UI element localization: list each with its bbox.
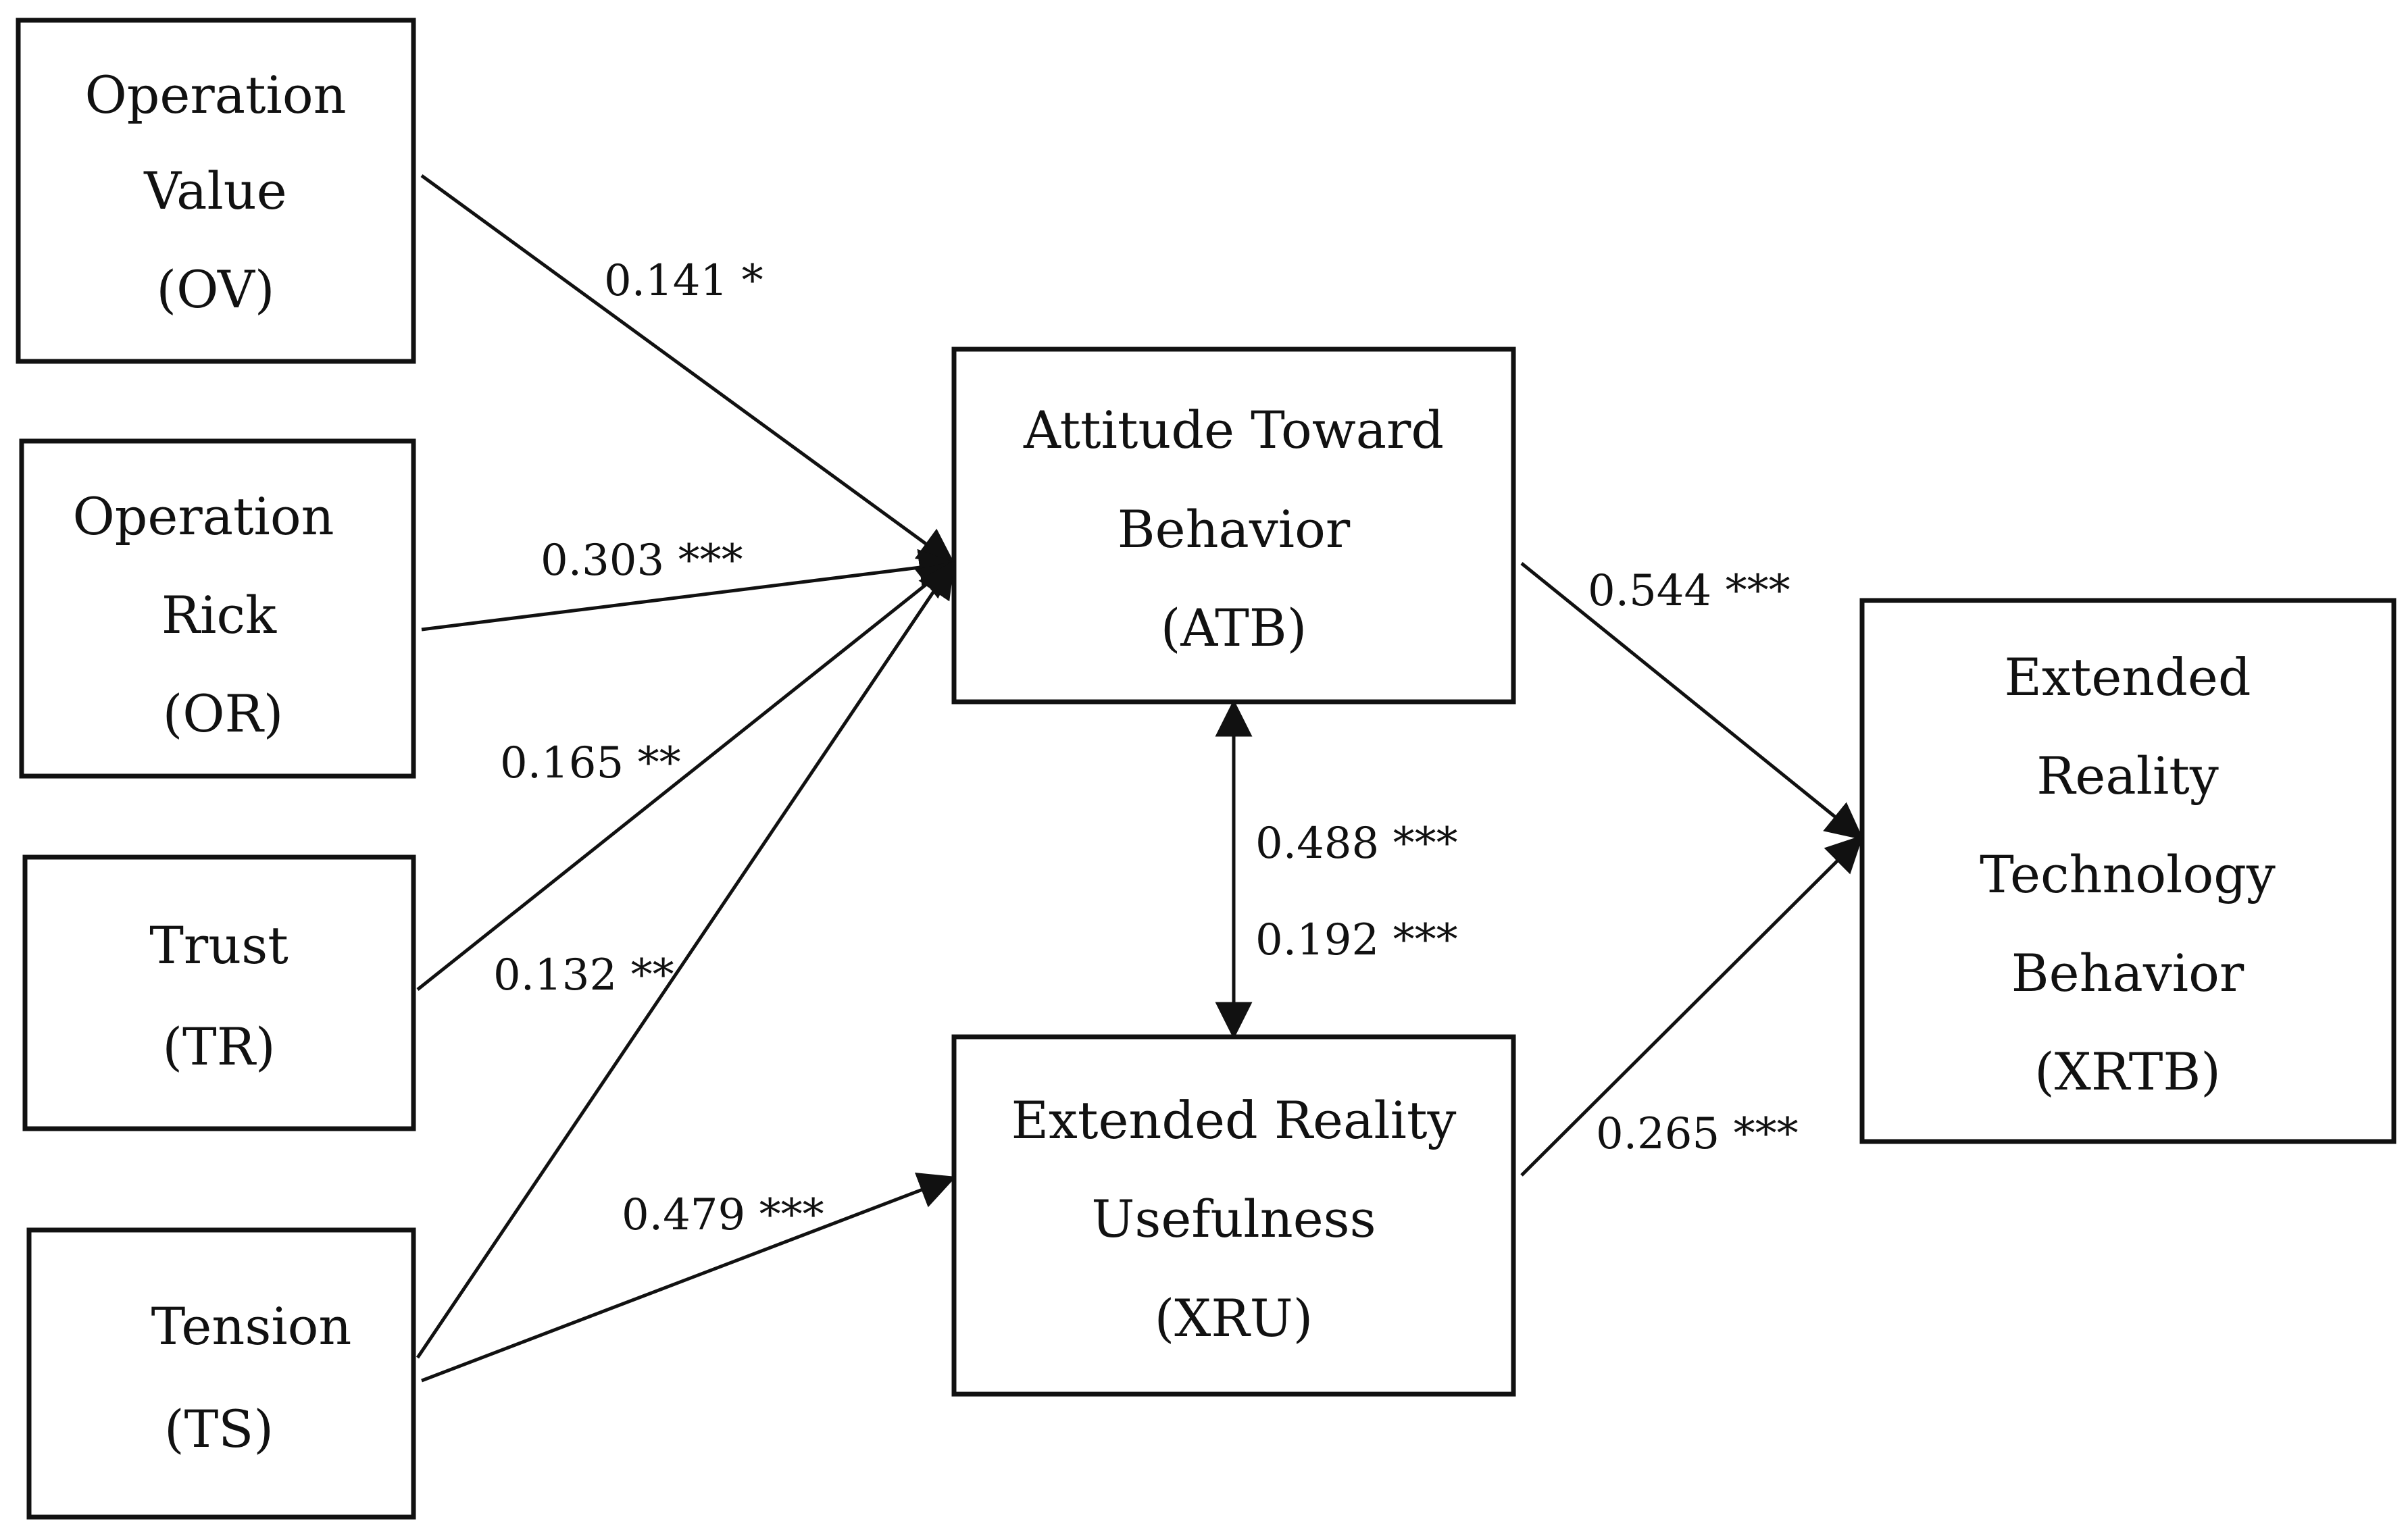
node-atb-line-1: Attitude Toward: [1023, 400, 1444, 460]
coef-ov-atb: 0.141 *: [604, 256, 763, 306]
coef-atb-xru-1: 0.488 ***: [1255, 819, 1458, 869]
node-or-line-1: Operation: [72, 486, 334, 546]
node-or: Operation Rick (OR): [19, 438, 416, 779]
node-xrtb-line-1: Extended: [2004, 647, 2251, 707]
node-or-line-3: (OR): [163, 684, 284, 744]
coef-xru-xrtb: 0.265 ***: [1596, 1109, 1799, 1159]
node-xru-line-1: Extended Reality: [1011, 1090, 1457, 1150]
node-atb-line-3: (ATB): [1161, 598, 1307, 658]
node-atb-line-2: Behavior: [1118, 499, 1351, 559]
node-tr-line-2: (TR): [162, 1017, 275, 1077]
arrow-atb-xrtb: [1520, 562, 1864, 840]
coef-ts-xru: 0.479 ***: [622, 1190, 824, 1240]
node-tr: Trust (TR): [22, 854, 416, 1131]
node-ov-line-2: Value: [143, 161, 286, 221]
arrow-tr-atb: [416, 561, 956, 991]
node-ov: Operation Value (OV): [16, 18, 416, 364]
node-ts-line-1: Tension: [151, 1296, 352, 1356]
arrow-ts-xru: [421, 1172, 957, 1383]
node-xrtb-line-5: (XRTB): [2034, 1042, 2221, 1102]
coef-atb-xru-2: 0.192 ***: [1255, 915, 1458, 965]
arrow-ts-atb: [416, 560, 955, 1359]
coef-atb-xrtb: 0.544 ***: [1588, 566, 1790, 616]
coef-tr-atb: 0.165 **: [500, 738, 681, 788]
node-tr-line-1: Trust: [149, 915, 289, 975]
node-or-line-2: Rick: [161, 585, 277, 645]
node-xrtb-line-3: Technology: [1980, 844, 2276, 904]
node-xrtb: Extended Reality Technology Behavior (XR…: [1859, 598, 2397, 1144]
node-atb: Attitude Toward Behavior (ATB): [951, 347, 1516, 705]
coef-or-atb: 0.303 ***: [541, 536, 743, 586]
node-xrtb-line-4: Behavior: [2011, 943, 2244, 1003]
coef-ts-atb: 0.132 **: [493, 950, 674, 1000]
node-ov-line-3: (OV): [156, 259, 274, 319]
node-xrtb-line-2: Reality: [2036, 746, 2219, 806]
arrow-ov-atb: [420, 174, 956, 566]
node-xru: Extended Reality Usefulness (XRU): [951, 1034, 1516, 1397]
node-ts-line-2: (TS): [164, 1399, 274, 1459]
arrow-or-atb: [421, 548, 957, 632]
node-xru-line-3: (XRU): [1155, 1288, 1313, 1348]
node-ts: Tension (TS): [26, 1227, 416, 1520]
node-ov-line-1: Operation: [84, 65, 346, 125]
node-xru-line-2: Usefulness: [1091, 1189, 1376, 1249]
arrow-xru-xrtb: [1520, 835, 1863, 1177]
